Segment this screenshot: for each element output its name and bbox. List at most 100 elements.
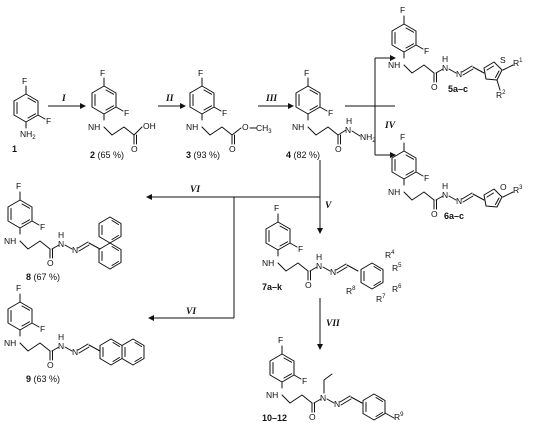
substituent-R4: R4 [385,250,395,260]
substituent-R6: R6 [392,284,402,294]
compound-6a-c: F F NH O H N N O R3 6a–c [388,132,523,221]
atom-NH: NH [388,187,400,197]
atom-NH: NH [4,236,16,246]
atom-N: N [456,69,462,79]
atom-F: F [222,108,227,118]
atom-F: F [16,181,21,191]
compound-number: 7a–k [262,282,283,292]
atom-O: O [500,182,507,192]
atom-N: N [58,239,64,249]
step-label: IV [384,121,396,131]
compound-7a-k: F F NH O H N N R4 R5 R6 R7 R8 7a–k [262,203,402,304]
compound-3: F F NH O O CH3 3 (93 %) [186,68,272,160]
atom-N: N [320,393,326,403]
atom-NH: NH [186,122,198,132]
atom-O: O [242,122,249,132]
atom-NH: NH [88,122,100,132]
atom-O: O [309,412,316,422]
substituent-R1: R1 [513,58,523,68]
atom-O: O [229,144,236,154]
atom-OH: OH [143,121,156,131]
atom-S: S [500,55,506,65]
atom-N: N [345,125,351,135]
atom-O: O [431,209,438,219]
atom-NH: NH [292,122,304,132]
atom-H: H [442,181,448,191]
atom-NH2: NH2 [20,129,36,141]
atom-O: O [305,280,312,290]
substituent-R5: R5 [392,263,402,273]
compound-number: 10–12 [262,413,287,423]
step-label: II [165,94,174,104]
compound-number: 9 (63 %) [26,374,60,384]
atom-H: H [58,332,64,342]
atom-O: O [431,82,438,92]
atom-NH2: NH2 [360,132,376,144]
atom-F: F [302,376,307,386]
atom-F: F [124,108,129,118]
atom-H: H [58,230,64,240]
step-label: I [61,94,66,104]
atom-F: F [298,244,303,254]
step-label: VI [190,185,200,195]
atom-F: F [16,283,21,293]
substituent-R9: R9 [394,412,404,422]
atom-F: F [198,68,203,78]
atom-F: F [328,108,333,118]
atom-H: H [442,54,448,64]
substituent-R2: R2 [496,90,506,100]
atom-F: F [304,68,309,78]
atom-N: N [334,399,340,409]
atom-CH3: CH3 [256,123,272,135]
atom-O: O [47,360,54,370]
atom-N: N [72,245,78,255]
compound-5a-c: F F NH O H N N S R1 R2 5a–c [388,5,523,100]
atom-F: F [40,324,45,334]
step-label: III [265,94,277,104]
atom-N: N [72,347,78,357]
atom-F: F [424,173,429,183]
compound-number: 2 (65 %) [90,150,124,160]
atom-F: F [400,5,405,15]
atom-N: N [456,196,462,206]
atom-H: H [316,252,322,262]
atom-F: F [46,116,51,126]
atom-NH: NH [262,258,274,268]
substituent-R8: R8 [346,286,356,296]
compound-4: F F NH O H N NH2 4 (82 %) [286,68,376,160]
step-label: VII [326,319,340,329]
atom-O: O [47,258,54,268]
atom-NH: NH [266,390,278,400]
compound-2: F F NH O OH 2 (65 %) [88,68,156,160]
step-label: VI [186,307,196,317]
atom-F: F [400,132,405,142]
step-label: V [325,201,332,211]
atom-F: F [22,76,27,86]
substituent-R3: R3 [513,185,523,195]
atom-O: O [131,144,138,154]
compound-9: F F NH O H N N 9 (63 %) [4,283,145,384]
atom-NH: NH [388,60,400,70]
atom-F: F [100,68,105,78]
atom-O: O [335,144,342,154]
compound-number: 4 (82 %) [286,150,320,160]
compound-1: F F NH2 1 [12,76,51,154]
compound-8: F F NH O H N N 8 (67 %) [4,181,122,282]
compound-10-12: F F NH O N N R9 10–12 [262,335,404,423]
atom-H: H [346,116,352,126]
atom-F: F [40,222,45,232]
atom-N: N [58,341,64,351]
compound-number: 6a–c [444,211,464,221]
substituent-R7: R7 [376,294,386,304]
compound-number: 3 (93 %) [186,150,220,160]
atom-F: F [278,335,283,345]
atom-F: F [274,203,279,213]
compound-number: 5a–c [448,84,468,94]
compound-number: 1 [12,144,17,154]
atom-N: N [316,261,322,271]
compound-number: 8 (67 %) [26,272,60,282]
atom-N: N [330,267,336,277]
atom-N: N [442,190,448,200]
atom-N: N [442,63,448,73]
